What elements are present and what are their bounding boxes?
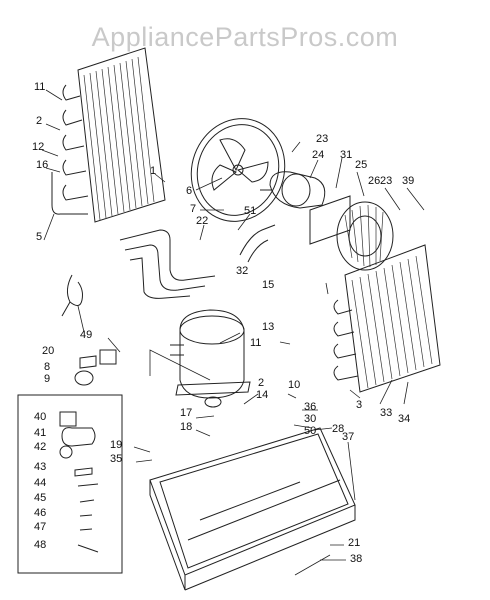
callout-32: 32 <box>236 265 248 277</box>
callout-8: 8 <box>44 361 50 373</box>
callout-37: 37 <box>342 431 354 443</box>
callout-11: 11 <box>250 337 261 349</box>
callout-43: 43 <box>34 461 46 473</box>
condenser-coil <box>62 47 166 223</box>
callout-31: 31 <box>340 149 352 161</box>
callout-41: 41 <box>34 427 46 439</box>
callout-28: 28 <box>332 423 344 435</box>
callout-2: 2 <box>258 377 264 389</box>
callout-33: 33 <box>380 407 392 419</box>
callout-19: 19 <box>110 439 122 451</box>
callout-2: 2 <box>36 115 42 127</box>
callout-49: 49 <box>80 329 92 341</box>
callout-46: 46 <box>34 507 46 519</box>
callout-21: 21 <box>348 537 360 549</box>
callout-11: 11 <box>34 81 45 93</box>
callout-26: 26 <box>368 175 380 187</box>
evaporator-coil <box>333 244 441 393</box>
tubing-assembly <box>119 229 216 299</box>
capillary-tube <box>51 172 88 215</box>
callout-18: 18 <box>180 421 192 433</box>
callout-36: 36 <box>304 401 316 413</box>
callout-3: 3 <box>356 399 362 411</box>
callout-51: 51 <box>244 205 256 217</box>
callout-12: 12 <box>32 141 44 153</box>
callout-9: 9 <box>44 373 50 385</box>
power-cord <box>61 274 83 317</box>
overload-parts <box>74 349 117 386</box>
callout-45: 45 <box>34 492 46 504</box>
fan-shroud <box>190 118 286 222</box>
callout-48: 48 <box>34 539 46 551</box>
callout-6: 6 <box>186 185 192 197</box>
callout-42: 42 <box>34 441 46 453</box>
callout-20: 20 <box>42 345 54 357</box>
callout-16: 16 <box>36 159 48 171</box>
callout-17: 17 <box>180 407 192 419</box>
base-pan <box>149 427 356 591</box>
callout-7: 7 <box>190 203 196 215</box>
callout-13: 13 <box>262 321 274 333</box>
callout-40: 40 <box>34 411 46 423</box>
callout-22: 22 <box>196 215 208 227</box>
leader-lines <box>41 89 425 576</box>
callout-35: 35 <box>110 453 122 465</box>
callout-1: 1 <box>150 165 156 177</box>
callout-50: 50 <box>304 425 316 437</box>
wire-harness <box>239 224 276 263</box>
callout-24: 24 <box>312 149 324 161</box>
control-parts-box <box>17 394 123 574</box>
callout-25: 25 <box>355 159 367 171</box>
compressor <box>170 309 251 408</box>
callout-5: 5 <box>36 231 42 243</box>
callout-15: 15 <box>262 279 274 291</box>
callout-14: 14 <box>256 389 268 401</box>
callout-47: 47 <box>34 521 46 533</box>
callout-10: 10 <box>288 379 300 391</box>
watermark: AppliancePartsPros.com <box>91 22 399 52</box>
callout-39: 39 <box>402 175 414 187</box>
callout-44: 44 <box>34 477 46 489</box>
callout-30: 30 <box>304 413 316 425</box>
callout-34: 34 <box>398 413 410 425</box>
blower-wheel <box>336 201 394 271</box>
callout-23: 23 <box>380 175 392 187</box>
fan-motor <box>260 171 351 245</box>
callout-38: 38 <box>350 553 362 565</box>
callout-23: 23 <box>316 133 328 145</box>
